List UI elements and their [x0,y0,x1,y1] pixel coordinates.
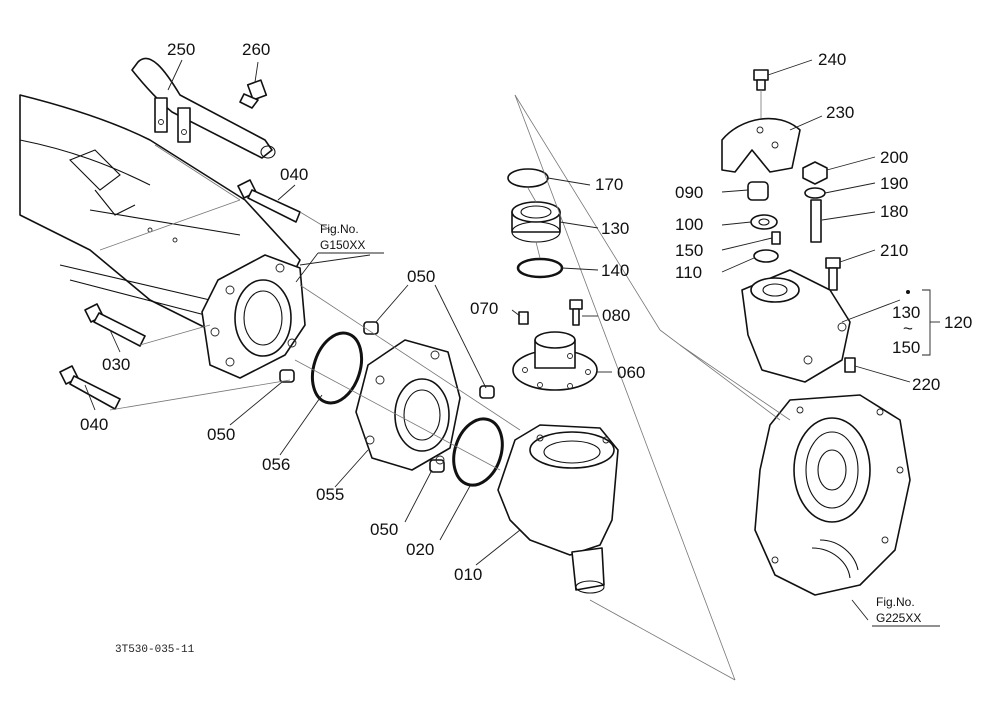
callout-055: 055 [316,485,344,504]
screw-150 [771,231,781,245]
range-tilde: ~ [903,319,913,338]
shim-090 [747,181,769,201]
callout-050-left: 050 [207,425,235,444]
collar-100 [750,214,778,230]
bracket-120 [741,269,851,383]
figure-ref-g225: Fig.No. G225XX [872,595,940,627]
figure-ref-g225-line1: Fig.No. [876,595,915,609]
knuckle-case-010 [497,424,619,594]
callout-140: 140 [601,261,629,280]
fitting-260 [239,79,268,109]
callout-130: 130 [601,219,629,238]
figure-ref-g150-line1: Fig.No. [320,222,359,236]
callout-220: 220 [912,375,940,394]
range-from: 130 [892,303,920,322]
callout-040-top: 040 [280,165,308,184]
pins-050 [279,321,495,473]
plug-240 [753,69,769,91]
axle-housing [19,94,301,331]
bolt-070 [518,311,529,325]
figure-ref-g225-line2: G225XX [876,611,921,625]
figure-ref-g150: Fig.No. G150XX [295,222,384,283]
stud-180 [810,199,822,243]
drawing-code: 3T530-035-11 [115,644,195,656]
cap-170 [507,168,549,188]
range-to: 150 [892,338,920,357]
callout-060: 060 [617,363,645,382]
figure-ref-g150-line2: G150XX [320,238,365,252]
callout-210: 210 [880,241,908,260]
callout-056: 056 [262,455,290,474]
leader-lines [84,59,940,621]
bolt-040-top [237,179,301,223]
spacer-055 [355,339,461,471]
callout-110: 110 [675,263,702,282]
callout-200: 200 [880,148,908,167]
seal-140 [516,257,564,279]
washer-190 [804,187,826,199]
bolt-030 [84,303,146,347]
assembly-lines [99,90,791,681]
callout-170: 170 [595,175,623,194]
callout-190: 190 [880,174,908,193]
housing-flange [201,254,306,379]
final-drive-case [754,394,911,596]
bolt-210 [825,257,841,291]
part-callouts: 250 260 040 030 040 050 050 050 056 055 … [80,40,940,584]
pin-220 [844,357,856,373]
callout-180: 180 [880,202,908,221]
seal-110 [753,249,779,263]
pipe-250 [131,57,276,159]
callout-010: 010 [454,565,482,584]
callout-240: 240 [818,50,846,69]
callout-050-top-left: 050 [407,267,435,286]
callout-020: 020 [406,540,434,559]
callout-150: 150 [675,241,703,260]
cover-230 [721,117,801,173]
callout-230: 230 [826,103,854,122]
callout-100: 100 [675,215,703,234]
callout-260: 260 [242,40,270,59]
nut-200 [802,161,828,185]
bearing-130 [511,201,561,243]
range-group: 120 [944,313,972,332]
callout-070: 070 [470,299,498,318]
o-ring-056 [310,331,364,405]
callout-050-bottom: 050 [370,520,398,539]
flange-060 [512,331,598,391]
range-callout: 130 ~ 150 120 [892,303,972,357]
callout-040-left: 040 [80,415,108,434]
callout-250: 250 [167,40,195,59]
bolt-080 [569,299,583,326]
o-ring-020 [452,417,504,487]
callout-030: 030 [102,355,130,374]
callout-080: 080 [602,306,630,325]
callout-090: 090 [675,183,703,202]
bolt-040-left [59,365,121,410]
